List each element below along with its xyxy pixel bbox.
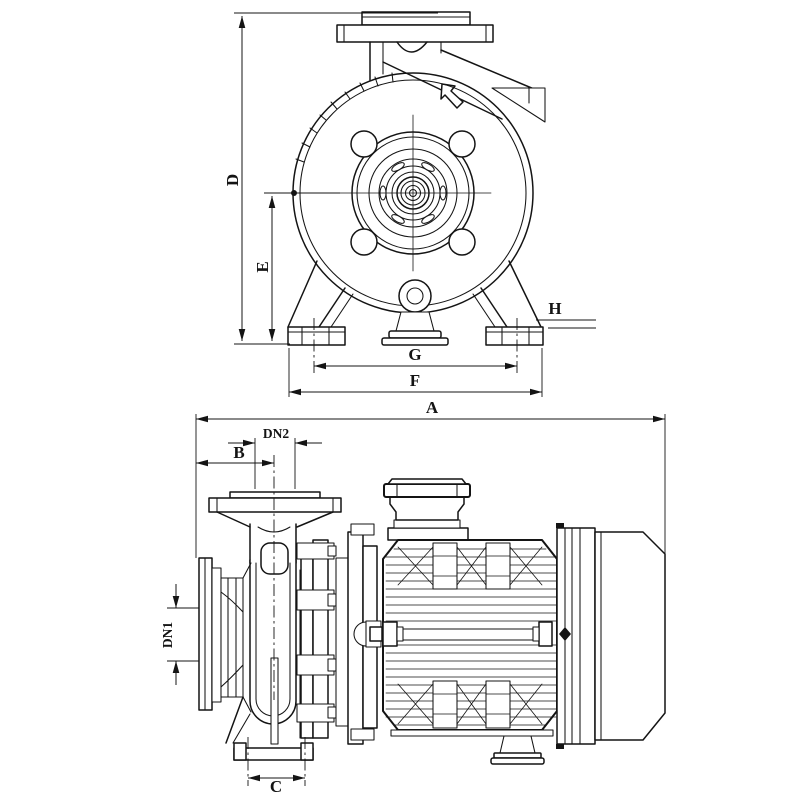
dim-label-B: B bbox=[233, 443, 244, 462]
discharge-flange-side bbox=[208, 491, 342, 564]
drain-boss bbox=[398, 279, 432, 313]
dim-label-G: G bbox=[408, 345, 421, 364]
flange-bolt-hole bbox=[448, 228, 476, 256]
terminal-box bbox=[383, 478, 471, 541]
pump-casing-front bbox=[291, 72, 534, 314]
dimension-DN1: DN1 bbox=[159, 584, 199, 685]
fan-cover bbox=[594, 531, 666, 741]
flange-bolt-hole bbox=[350, 130, 378, 158]
shaft-center-mark bbox=[559, 627, 571, 641]
dimension-H: H bbox=[536, 298, 596, 329]
side-view: A DN2 B DN1 C bbox=[159, 397, 666, 798]
dim-label-E: E bbox=[253, 261, 272, 272]
motor-foot bbox=[490, 735, 545, 765]
dimension-F: F bbox=[288, 348, 543, 397]
foot-left bbox=[287, 326, 346, 346]
flow-arrow-icon bbox=[440, 83, 464, 109]
flange-bolt-hole bbox=[448, 130, 476, 158]
foot-right bbox=[485, 326, 544, 346]
flange-bolt-hole bbox=[350, 228, 378, 256]
dim-label-DN2: DN2 bbox=[263, 426, 289, 441]
coupling-lobes bbox=[379, 162, 447, 224]
pump-support-front bbox=[287, 260, 544, 346]
dimension-B: B bbox=[196, 442, 275, 700]
dimension-G: G bbox=[313, 318, 518, 374]
dimension-C: C bbox=[247, 737, 306, 798]
motor-straps bbox=[397, 542, 543, 729]
dim-label-C: C bbox=[270, 777, 282, 796]
dimension-A: A bbox=[195, 397, 666, 558]
motor-rear-flange bbox=[556, 523, 596, 749]
support-rib bbox=[270, 657, 279, 745]
discharge-flange-front bbox=[336, 11, 546, 123]
dimension-E: E bbox=[252, 192, 340, 341]
pedestal-stem bbox=[395, 311, 435, 332]
motor-base-rail bbox=[390, 729, 554, 737]
motor bbox=[382, 523, 666, 765]
suction-side bbox=[198, 557, 252, 713]
tie-rod bbox=[382, 621, 556, 647]
bearing-adapter bbox=[296, 523, 383, 745]
pump-foot-side bbox=[233, 742, 314, 761]
dim-label-H: H bbox=[548, 299, 561, 318]
dim-label-F: F bbox=[410, 371, 420, 390]
dim-label-D: D bbox=[223, 174, 242, 186]
dim-label-DN1: DN1 bbox=[160, 622, 175, 648]
dim-label-A: A bbox=[426, 398, 439, 417]
casing-serrations bbox=[295, 72, 394, 163]
volute-side bbox=[225, 542, 301, 745]
front-view: D E G F H bbox=[222, 11, 596, 397]
volute-top-boss bbox=[260, 542, 289, 575]
casing-bracket bbox=[491, 87, 546, 123]
dimension-D: D bbox=[222, 12, 438, 345]
